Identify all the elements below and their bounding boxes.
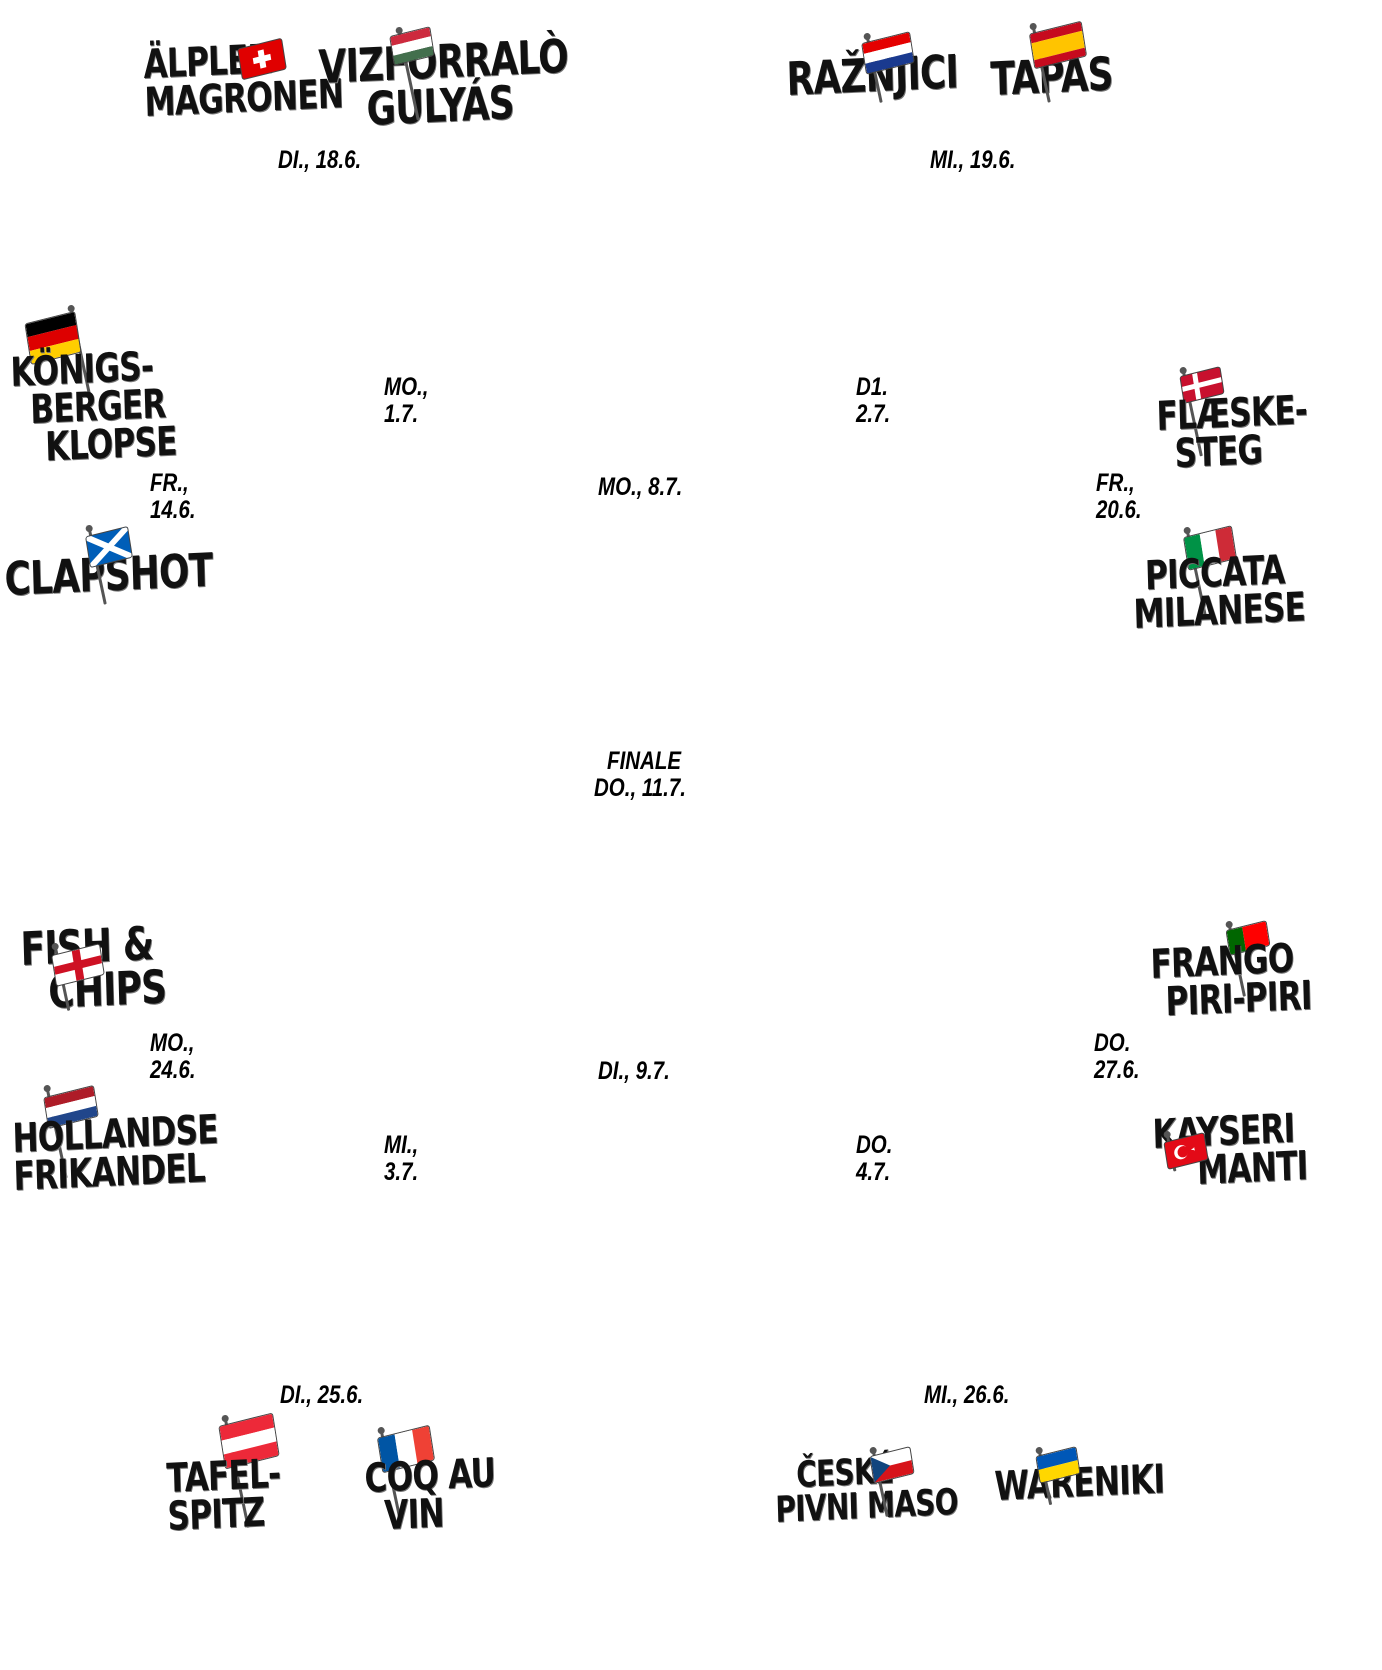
date-line: 4.7. <box>856 1158 891 1186</box>
date-line: 1.7. <box>384 400 419 428</box>
match-date: MO., 1.7. <box>384 374 428 428</box>
date-line: 24.6. <box>150 1056 196 1084</box>
match-date: DI., 9.7. <box>598 1058 670 1085</box>
date-line: FR., <box>150 469 189 497</box>
date-line: MI., 19.6. <box>930 146 1016 174</box>
date-line: 27.6. <box>1094 1056 1140 1084</box>
dish-line: PIRI-PIRI <box>1164 972 1313 1026</box>
match-date: DO. 4.7. <box>856 1132 892 1186</box>
dish-line: STEG <box>1174 427 1263 478</box>
date-line: 2.7. <box>856 400 891 428</box>
dish-line: FRIKANDEL <box>12 1145 206 1200</box>
match-date: MO., 8.7. <box>598 474 682 501</box>
dish-line: MAGRONEN <box>143 71 344 126</box>
dish-piccata-milanese: PICCATA MILANESE <box>1132 547 1306 638</box>
date-line: FR., <box>1096 469 1135 497</box>
england-flag-icon <box>52 944 104 986</box>
match-date: MI., 19.6. <box>930 147 1015 174</box>
dish-line: WARENIKI <box>993 1456 1165 1510</box>
match-date: MI., 3.7. <box>384 1132 418 1186</box>
match-date: DI., 25.6. <box>280 1382 363 1409</box>
dish-line: MILANESE <box>1132 584 1306 638</box>
date-line: DI., 9.7. <box>598 1057 670 1085</box>
date-line: DO. <box>1094 1029 1131 1057</box>
match-date: MI., 26.6. <box>924 1382 1009 1409</box>
date-line: MI., <box>384 1131 419 1159</box>
date-line: DO., 11.7. <box>594 774 686 802</box>
match-date: D1. 2.7. <box>856 374 890 428</box>
dish-line: PIVNI MASO <box>774 1482 959 1532</box>
date-line: DI., 18.6. <box>278 146 362 174</box>
dish-koenigsberger-klopse: KÖNIGS- BERGER KLOPSE <box>10 344 177 471</box>
match-date: MO., 24.6. <box>150 1030 196 1084</box>
date-line: FINALE <box>607 747 682 775</box>
dish-tafelspitz: TAFEL- SPITZ <box>166 1451 282 1540</box>
final-date: FINALE DO., 11.7. <box>594 748 686 802</box>
dish-line: SPITZ <box>166 1489 266 1540</box>
czech-flag-icon <box>870 1447 914 1483</box>
date-line: MI., 26.6. <box>924 1381 1010 1409</box>
match-date: FR., 14.6. <box>150 470 196 524</box>
date-line: 20.6. <box>1096 496 1142 524</box>
match-date: DI., 18.6. <box>278 147 361 174</box>
match-date: DO. 27.6. <box>1094 1030 1140 1084</box>
switzerland-flag-icon <box>238 38 286 80</box>
date-line: MO., <box>150 1029 195 1057</box>
denmark-flag-icon <box>1180 367 1224 403</box>
scotland-flag-icon <box>86 527 132 567</box>
date-line: DO. <box>856 1131 893 1159</box>
dish-coq-au-vin: COQ AU VIN <box>364 1450 497 1540</box>
date-line: DI., 25.6. <box>280 1381 364 1409</box>
date-line: MO., 8.7. <box>598 473 683 501</box>
dish-flaeskesteg: FLÆSKE- STEG <box>1156 387 1308 478</box>
date-line: 14.6. <box>150 496 196 524</box>
dish-hollandse-frikandel: HOLLANDSE FRIKANDEL <box>12 1107 219 1200</box>
dish-frango-piri-piri: FRANGO PIRI-PIRI <box>1150 936 1313 1026</box>
date-line: 3.7. <box>384 1158 419 1186</box>
match-date: FR., 20.6. <box>1096 470 1142 524</box>
dish-ceske-pivni-maso: ČESKÉ PIVNI MASO <box>774 1451 959 1532</box>
date-line: D1. <box>856 373 888 401</box>
date-line: MO., <box>384 373 429 401</box>
dish-vizforralo-gulyas: VIZFORRALÒ GULYÁS <box>318 29 570 136</box>
dish-wareniki: WARENIKI <box>993 1456 1165 1510</box>
dish-line: VIN <box>383 1490 445 1540</box>
turkey-flag-icon <box>1164 1133 1208 1169</box>
